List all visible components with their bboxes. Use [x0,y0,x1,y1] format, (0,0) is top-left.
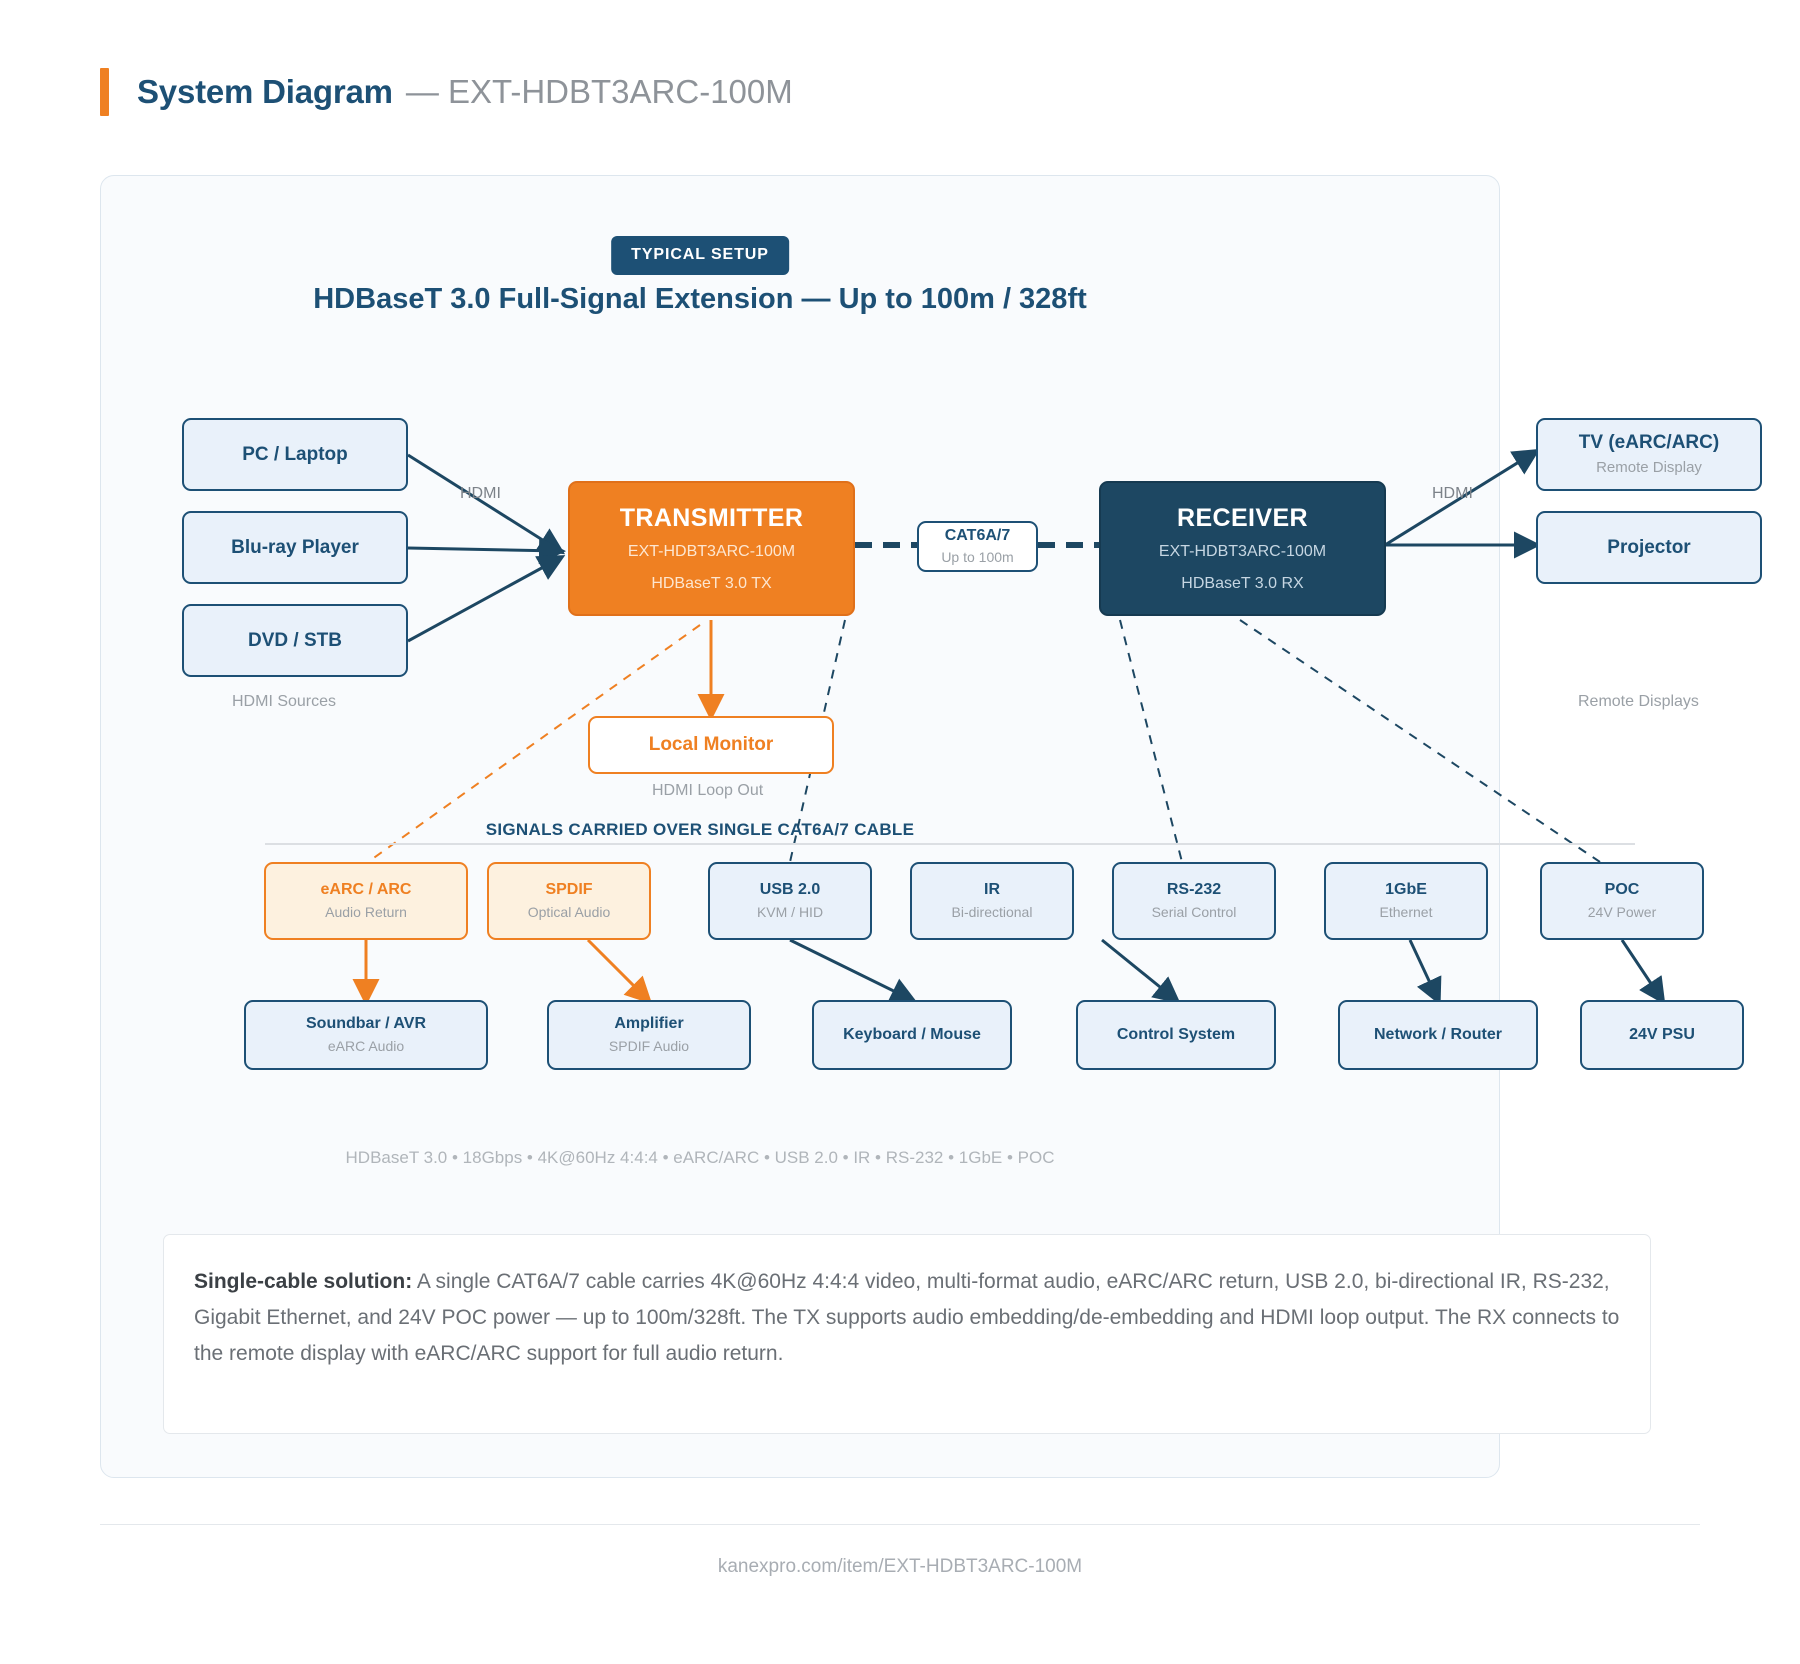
endpoint-soundbar[interactable]: Soundbar / AVR eARC Audio [244,1000,488,1070]
sources-caption: HDMI Sources [232,693,337,710]
cable-label: CAT6A/7 [944,526,1011,544]
receiver-title: RECEIVER [1176,504,1308,533]
signal-pill-1gbe[interactable]: 1GbE Ethernet [1324,862,1488,940]
specs-summary: HDBaseT 3.0 • 18Gbps • 4K@60Hz 4:4:4 • e… [345,1148,1055,1167]
endpoint-keyboard-mouse[interactable]: Keyboard / Mouse [812,1000,1012,1070]
endpoint-label: Network / Router [1373,1025,1502,1043]
transmitter-model: EXT-HDBT3ARC-100M [627,542,796,560]
receiver-model: EXT-HDBT3ARC-100M [1158,542,1327,560]
note-lead: Single-cable solution: [194,1270,413,1293]
node-source-pc[interactable]: PC / Laptop [182,418,408,491]
signal-sublabel: Bi-directional [951,903,1033,920]
endpoint-label: Control System [1116,1025,1236,1043]
node-label: PC / Laptop [242,443,348,465]
signal-pill-earc[interactable]: eARC / ARC Audio Return [264,862,468,940]
endpoint-label: Soundbar / AVR [306,1015,426,1033]
footer-url[interactable]: kanexpro.com/item/EXT-HDBT3ARC-100M [717,1556,1083,1577]
page-title: System Diagram [137,73,393,110]
endpoint-sublabel: eARC Audio [327,1037,405,1054]
page-subtitle: — EXT-HDBT3ARC-100M [405,73,793,110]
signal-label: SPDIF [545,881,593,899]
transmitter-role: HDBaseT 3.0 TX [651,574,772,592]
loopout-caption: HDMI Loop Out [652,782,764,799]
signals-section-heading: SIGNALS CARRIED OVER SINGLE CAT6A/7 CABL… [485,820,915,839]
node-transmitter[interactable]: TRANSMITTER EXT-HDBT3ARC-100M HDBaseT 3.… [568,481,855,616]
node-label: TV (eARC/ARC) [1578,432,1720,454]
signal-sublabel: Audio Return [325,903,407,920]
signal-label: USB 2.0 [759,881,821,899]
signal-label: IR [984,881,1000,899]
node-display-tv[interactable]: TV (eARC/ARC) Remote Display [1536,418,1762,491]
cable-sublabel: Up to 100m [941,549,1014,566]
signal-sublabel: Ethernet [1379,903,1433,920]
section-divider [265,843,1635,845]
signal-label: eARC / ARC [320,881,412,899]
endpoint-label: Amplifier [614,1015,684,1033]
signal-pill-usb[interactable]: USB 2.0 KVM / HID [708,862,872,940]
signal-label: RS-232 [1166,881,1222,899]
endpoint-network-router[interactable]: Network / Router [1338,1000,1538,1070]
displays-caption: Remote Displays [1578,693,1699,710]
footer-divider [100,1524,1700,1525]
transmitter-title: TRANSMITTER [619,504,804,533]
node-label: DVD / STB [248,629,342,651]
signal-sublabel: KVM / HID [756,903,824,920]
edge-label-hdmi-out: HDMI [1432,485,1473,502]
endpoint-psu[interactable]: 24V PSU [1580,1000,1744,1070]
node-source-dvd[interactable]: DVD / STB [182,604,408,677]
signal-pill-spdif[interactable]: SPDIF Optical Audio [487,862,651,940]
signal-pill-poc[interactable]: POC 24V Power [1540,862,1704,940]
node-receiver[interactable]: RECEIVER EXT-HDBT3ARC-100M HDBaseT 3.0 R… [1099,481,1386,616]
node-source-bluray[interactable]: Blu-ray Player [182,511,408,584]
note-panel: Single-cable solution: A single CAT6A/7 … [163,1234,1651,1434]
diagram-title: HDBaseT 3.0 Full-Signal Extension — Up t… [313,283,1087,315]
node-label: Projector [1607,536,1691,558]
accent-bar-icon [100,68,109,116]
endpoint-amplifier[interactable]: Amplifier SPDIF Audio [547,1000,751,1070]
endpoint-label: 24V PSU [1629,1025,1695,1043]
endpoint-control-system[interactable]: Control System [1076,1000,1276,1070]
node-sublabel: Remote Display [1596,458,1702,476]
edge-label-hdmi-in: HDMI [460,485,501,502]
signal-pill-ir[interactable]: IR Bi-directional [910,862,1074,940]
signal-sublabel: Serial Control [1151,903,1237,920]
node-display-projector[interactable]: Projector [1536,511,1762,584]
node-label: Blu-ray Player [231,536,359,558]
note-body: A single CAT6A/7 cable carries 4K@60Hz 4… [194,1270,1620,1366]
endpoint-sublabel: SPDIF Audio [608,1037,690,1054]
endpoint-label: Keyboard / Mouse [843,1025,981,1043]
receiver-role: HDBaseT 3.0 RX [1181,574,1304,592]
signal-sublabel: Optical Audio [527,903,611,920]
node-label: Local Monitor [648,734,774,756]
signal-pill-rs232[interactable]: RS-232 Serial Control [1112,862,1276,940]
signal-label: POC [1604,881,1640,899]
status-badge: TYPICAL SETUP [611,236,789,275]
node-cable-cat6a7[interactable]: CAT6A/7 Up to 100m [917,521,1038,572]
page-header: System Diagram — EXT-HDBT3ARC-100M [100,68,793,116]
node-local-monitor[interactable]: Local Monitor [588,716,834,774]
signal-label: 1GbE [1385,881,1427,899]
signal-sublabel: 24V Power [1587,903,1657,920]
